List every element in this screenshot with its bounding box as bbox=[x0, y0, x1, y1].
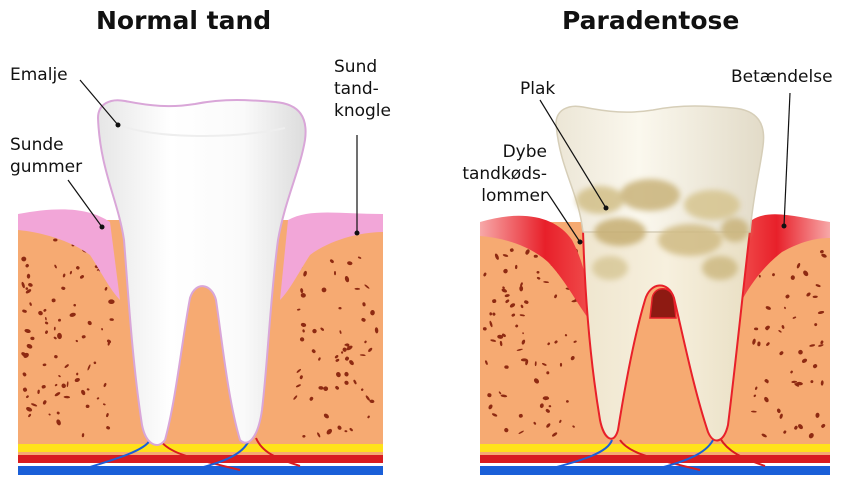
deep-pockets-label: Dybe tandkøds- lommer bbox=[447, 141, 547, 207]
healthy-bone-label: Sund tand- knogle bbox=[334, 56, 391, 122]
pockets-dot bbox=[578, 240, 583, 245]
healthy-gums-label: Sunde gummer bbox=[10, 134, 82, 178]
bone-dot bbox=[355, 231, 360, 236]
inflammation-leader bbox=[784, 93, 790, 226]
right-pulp-hole bbox=[650, 289, 676, 318]
enamel-dot bbox=[116, 123, 121, 128]
inflammation-dot bbox=[782, 224, 787, 229]
plaque-label: Plak bbox=[520, 78, 555, 100]
plaque-dot bbox=[604, 206, 609, 211]
gums-dot bbox=[100, 225, 105, 230]
enamel-label: Emalje bbox=[10, 64, 68, 86]
inflammation-label: Betændelse bbox=[731, 66, 833, 88]
